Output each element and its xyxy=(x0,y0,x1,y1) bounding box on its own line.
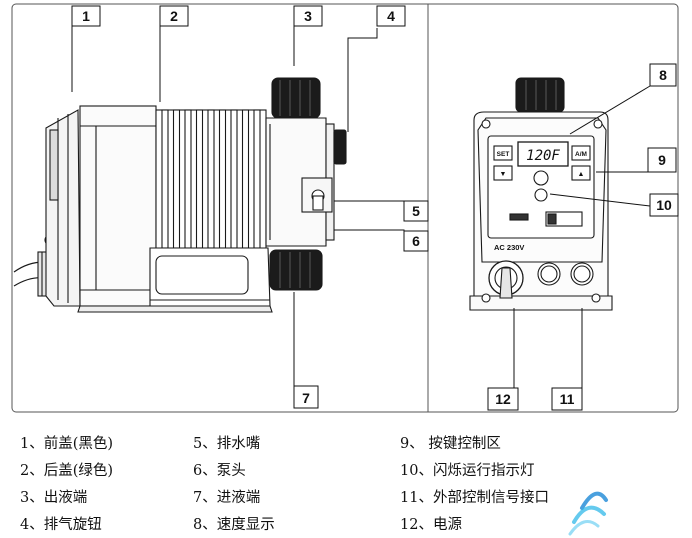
callout-box-11 xyxy=(551,387,583,411)
legend-item-10: 10、闪烁运行指示灯 xyxy=(400,463,535,479)
down-key xyxy=(493,165,513,181)
legend-item-2: 2、后盖(绿色) xyxy=(20,463,114,479)
callout-box-6 xyxy=(403,230,429,252)
callout-box-3 xyxy=(293,5,323,27)
callout-box-2 xyxy=(159,5,189,27)
legend-item-7: 7、进液端 xyxy=(193,490,261,506)
set-key-label: SET xyxy=(497,151,510,158)
speed-display xyxy=(517,141,569,167)
stop-button xyxy=(533,170,549,186)
callout-7: 7 xyxy=(302,390,310,406)
callout-box-7 xyxy=(293,385,319,409)
legend-item-3: 3、出液端 xyxy=(20,490,88,506)
legend-item-12: 12、电源 xyxy=(400,517,462,533)
run-indicator-led xyxy=(534,188,548,202)
legend-item-1: 1、前盖(黑色) xyxy=(20,436,114,452)
callout-2: 2 xyxy=(170,8,178,24)
legend-item-11: 11、外部控制信号接口 xyxy=(400,490,549,506)
callout-box-8 xyxy=(649,63,677,87)
pump-side-view xyxy=(13,77,347,313)
callout-numbers: 1 2 3 4 5 6 7 8 9 10 11 12 xyxy=(82,8,672,407)
legend-item-8: 8、速度显示 xyxy=(193,517,275,533)
cooling-fin xyxy=(253,109,261,249)
callout-8: 8 xyxy=(659,67,667,83)
callout-box-5 xyxy=(403,200,429,222)
callout-5: 5 xyxy=(412,203,420,219)
up-key-label: ▲ xyxy=(578,171,585,178)
legend-item-9: 9、 按键控制区 xyxy=(400,436,501,452)
up-key xyxy=(571,165,591,181)
cooling-fin xyxy=(161,109,169,249)
cooling-fin xyxy=(218,109,227,249)
callout-boxes xyxy=(71,5,679,411)
am-key-label: A/M xyxy=(575,151,587,158)
am-key xyxy=(571,145,591,161)
callout-12: 12 xyxy=(495,391,511,407)
bleed-valve-knob xyxy=(333,129,347,165)
callout-11: 11 xyxy=(560,391,575,407)
legend-item-4: 4、排气旋钮 xyxy=(20,517,102,533)
callout-box-1 xyxy=(71,5,101,27)
callout-3: 3 xyxy=(304,8,312,24)
cooling-fin xyxy=(184,109,192,249)
top-knob xyxy=(515,77,565,113)
set-key xyxy=(493,145,513,161)
cooling-fin xyxy=(230,109,238,249)
inlet-knob xyxy=(269,249,323,291)
callout-1: 1 xyxy=(82,8,90,24)
callout-4: 4 xyxy=(387,8,395,24)
power-label: AC 230V xyxy=(494,243,524,252)
callout-box-9 xyxy=(647,147,677,173)
legend-item-5: 5、排水嘴 xyxy=(193,436,261,452)
outlet-knob xyxy=(271,77,321,119)
watermark-logo xyxy=(568,491,608,536)
legend-item-6: 6、泵头 xyxy=(193,463,246,479)
pump-front-view xyxy=(469,77,613,311)
callout-box-12 xyxy=(487,387,519,411)
cooling-fin xyxy=(172,109,181,249)
callout-10: 10 xyxy=(656,197,672,213)
callout-box-10 xyxy=(649,193,679,217)
callout-6: 6 xyxy=(412,233,420,249)
cooling-fin xyxy=(195,109,204,249)
callout-box-4 xyxy=(376,5,406,27)
callout-9: 9 xyxy=(658,152,666,168)
rear-cover xyxy=(79,105,157,307)
display-readout: 120F xyxy=(526,148,560,164)
cooling-fin xyxy=(207,109,215,249)
down-key-label: ▼ xyxy=(500,171,507,178)
cooling-fin xyxy=(241,109,250,249)
